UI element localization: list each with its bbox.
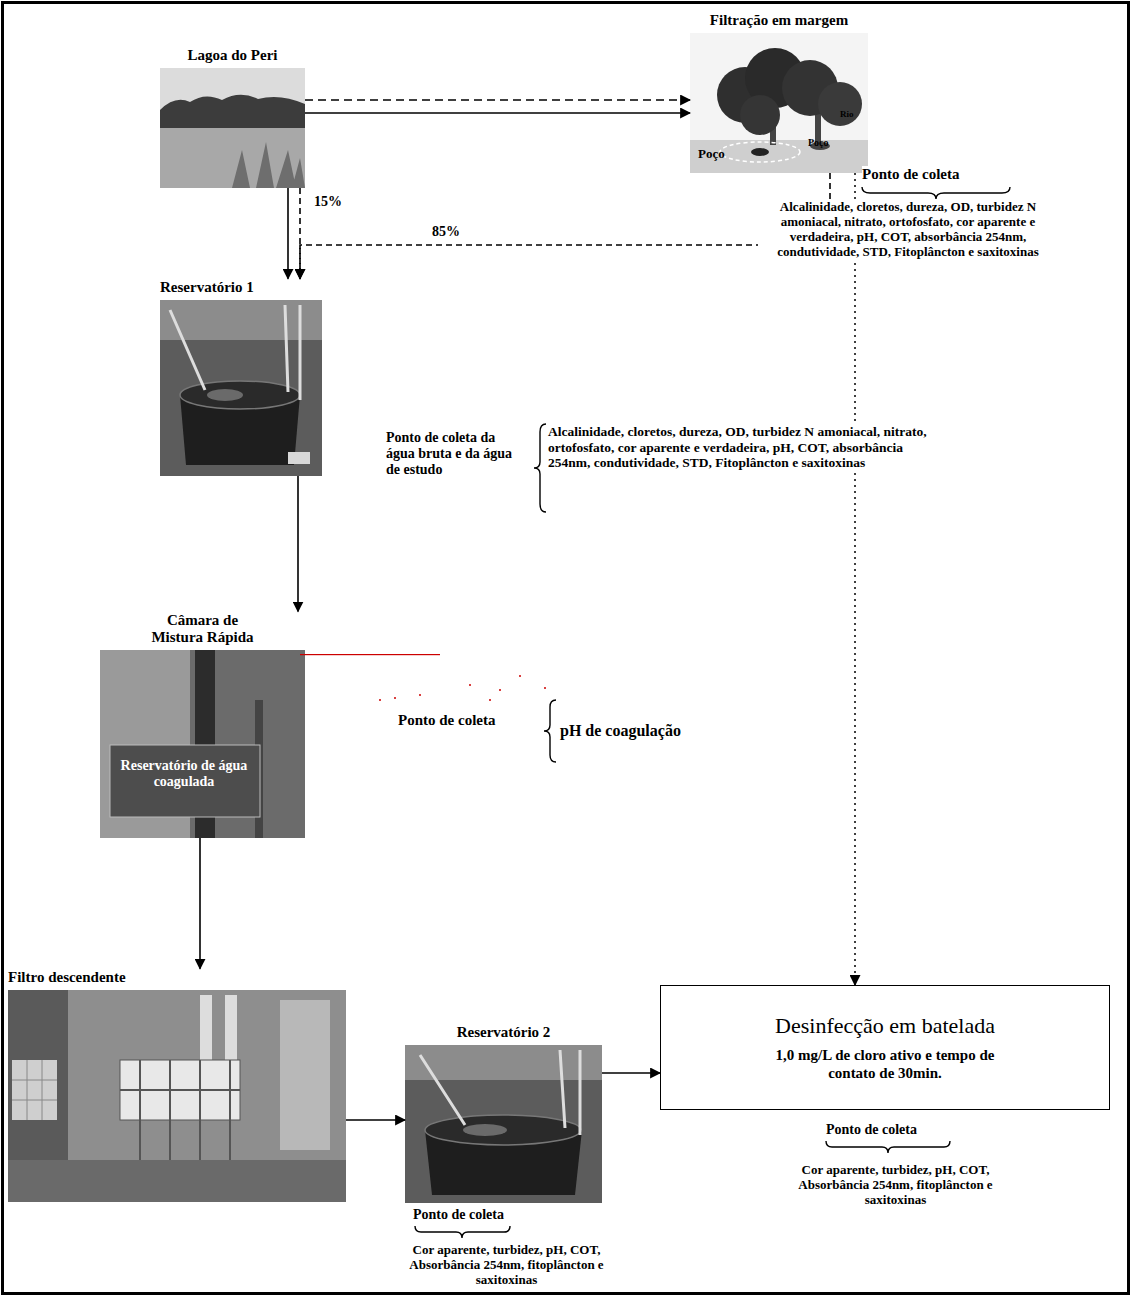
mixing-chamber-photo — [100, 650, 305, 838]
photo-panel: Filtro descendente — [8, 969, 346, 1202]
filter-photo — [8, 990, 346, 1202]
riverbank-photo — [690, 33, 868, 173]
annotation: Alcalinidade, cloretos, dureza, OD, turb… — [548, 424, 948, 471]
flow-arrow — [297, 476, 299, 612]
photo-panel: Câmara de Mistura RápidaReservatório de … — [100, 612, 305, 839]
photo-caption: Rio — [840, 109, 854, 119]
photo-caption: Poço — [698, 147, 725, 162]
lagoon-photo — [160, 68, 305, 188]
photo-title: Filtro descendente — [8, 969, 346, 986]
annotation: Ponto de coleta — [826, 1122, 956, 1138]
photo-frame: Reservatório de água coagulada — [100, 650, 305, 838]
annotation: Ponto de coleta — [862, 166, 1022, 183]
annotation: Alcalinidade, cloretos, dureza, OD, turb… — [758, 200, 1058, 260]
box-title: Desinfecção em batelada — [775, 1013, 995, 1039]
photo-frame — [8, 990, 346, 1202]
annotation: Ponto de coleta — [398, 712, 528, 729]
photo-frame — [160, 68, 305, 188]
flow-percentage: 15% — [312, 194, 344, 210]
photo-caption: Poço — [808, 137, 829, 149]
flow-arrow — [305, 112, 690, 114]
flow-arrow — [300, 173, 830, 279]
annotation: pH de coagulação — [560, 722, 710, 740]
photo-title: Reservatório 2 — [405, 1024, 602, 1041]
flow-arrow — [287, 188, 289, 279]
process-box: Desinfecção em batelada 1,0 mg/L de cloro… — [660, 985, 1110, 1110]
photo-frame — [160, 300, 322, 476]
flow-arrow — [602, 1072, 660, 1074]
photo-caption: Reservatório de água coagulada — [114, 758, 254, 790]
photo-title: Lagoa do Peri — [160, 47, 305, 64]
annotation: Cor aparente, turbidez, pH, COT, Absorbâ… — [793, 1163, 998, 1208]
photo-frame: PoçoPoçoRio — [690, 33, 868, 173]
photo-panel: Reservatório 1 — [160, 279, 322, 476]
photo-panel: Filtração em margemPoçoPoçoRio — [690, 12, 868, 173]
photo-title: Reservatório 1 — [160, 279, 322, 296]
page-frame — [3, 3, 1129, 1294]
flow-arrow — [305, 99, 690, 101]
reservoir-photo — [160, 300, 322, 476]
red-marks — [300, 654, 546, 701]
reservoir-photo — [405, 1045, 602, 1203]
flow-arrow — [199, 838, 201, 969]
photo-panel: Reservatório 2 — [405, 1024, 602, 1203]
annotation: Ponto de coleta — [413, 1207, 523, 1223]
flow-arrow — [346, 1119, 405, 1121]
photo-frame — [405, 1045, 602, 1203]
box-note: 1,0 mg/L de cloro ativo e tempo de conta… — [760, 1046, 1010, 1082]
flow-percentage: 85% — [430, 224, 462, 240]
flow-arrow — [854, 173, 856, 985]
photo-title: Câmara de Mistura Rápida — [144, 612, 262, 647]
photo-title: Filtração em margem — [690, 12, 868, 29]
photo-panel: Lagoa do Peri — [160, 47, 305, 188]
annotation: Cor aparente, turbidez, pH, COT, Absorbâ… — [404, 1243, 609, 1288]
annotation: Ponto de coleta da água bruta e da água … — [386, 430, 526, 478]
